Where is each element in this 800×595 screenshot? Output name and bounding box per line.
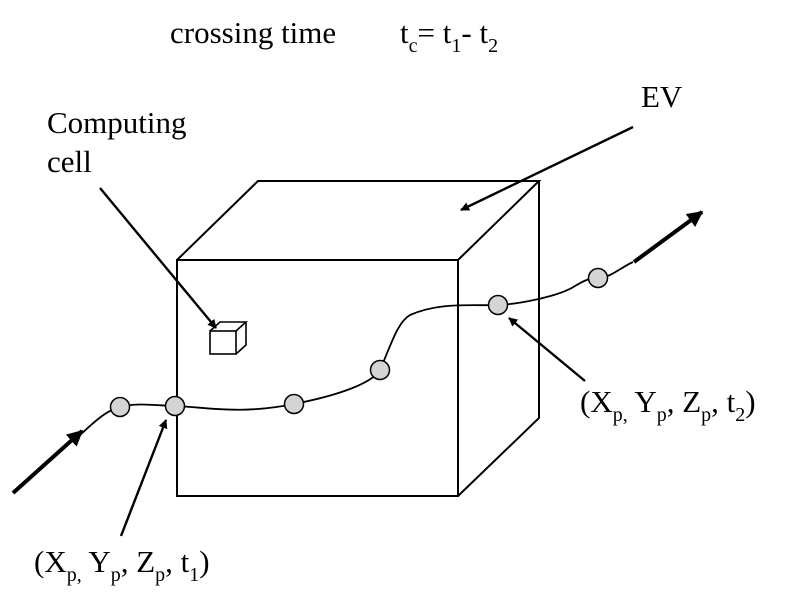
ev-cube-front-face	[176, 259, 459, 497]
incoming-direction-arrow	[11, 429, 84, 495]
particle	[109, 396, 131, 418]
computing-cell-side	[235, 322, 247, 355]
computing-cell-pointer-arrow	[99, 187, 217, 329]
ev-cube	[176, 180, 542, 497]
crossing-time-formula: tc= t1- t2	[400, 15, 498, 57]
particle-entry	[164, 395, 186, 417]
exit-coordinate-label: (Xp, Yp, Zp, t2)	[580, 384, 756, 426]
particle	[283, 393, 305, 415]
ev-cube-side-face	[457, 181, 540, 497]
computing-cell-label-line2: cell	[47, 144, 92, 179]
entry-point-pointer-arrow	[119, 419, 168, 537]
header-formula: crossing time tc= t1- t2	[170, 15, 498, 57]
exit-point-pointer-arrow	[508, 317, 586, 382]
particle	[369, 359, 391, 381]
particles	[109, 267, 609, 418]
entry-coordinate-label: (Xp, Yp, Zp, t1)	[34, 544, 210, 586]
ev-pointer-arrow	[460, 125, 634, 212]
computing-cell-label-line1: Computing	[47, 105, 187, 140]
outgoing-direction-arrow	[632, 210, 704, 264]
crossing-time-label: crossing time	[170, 15, 336, 50]
ev-cube-top-face	[176, 180, 542, 261]
ev-label: EV	[641, 79, 683, 114]
particle-trajectory	[77, 261, 634, 438]
particle	[587, 267, 609, 289]
computing-cell-front	[209, 330, 237, 355]
particle-exit	[487, 294, 509, 316]
